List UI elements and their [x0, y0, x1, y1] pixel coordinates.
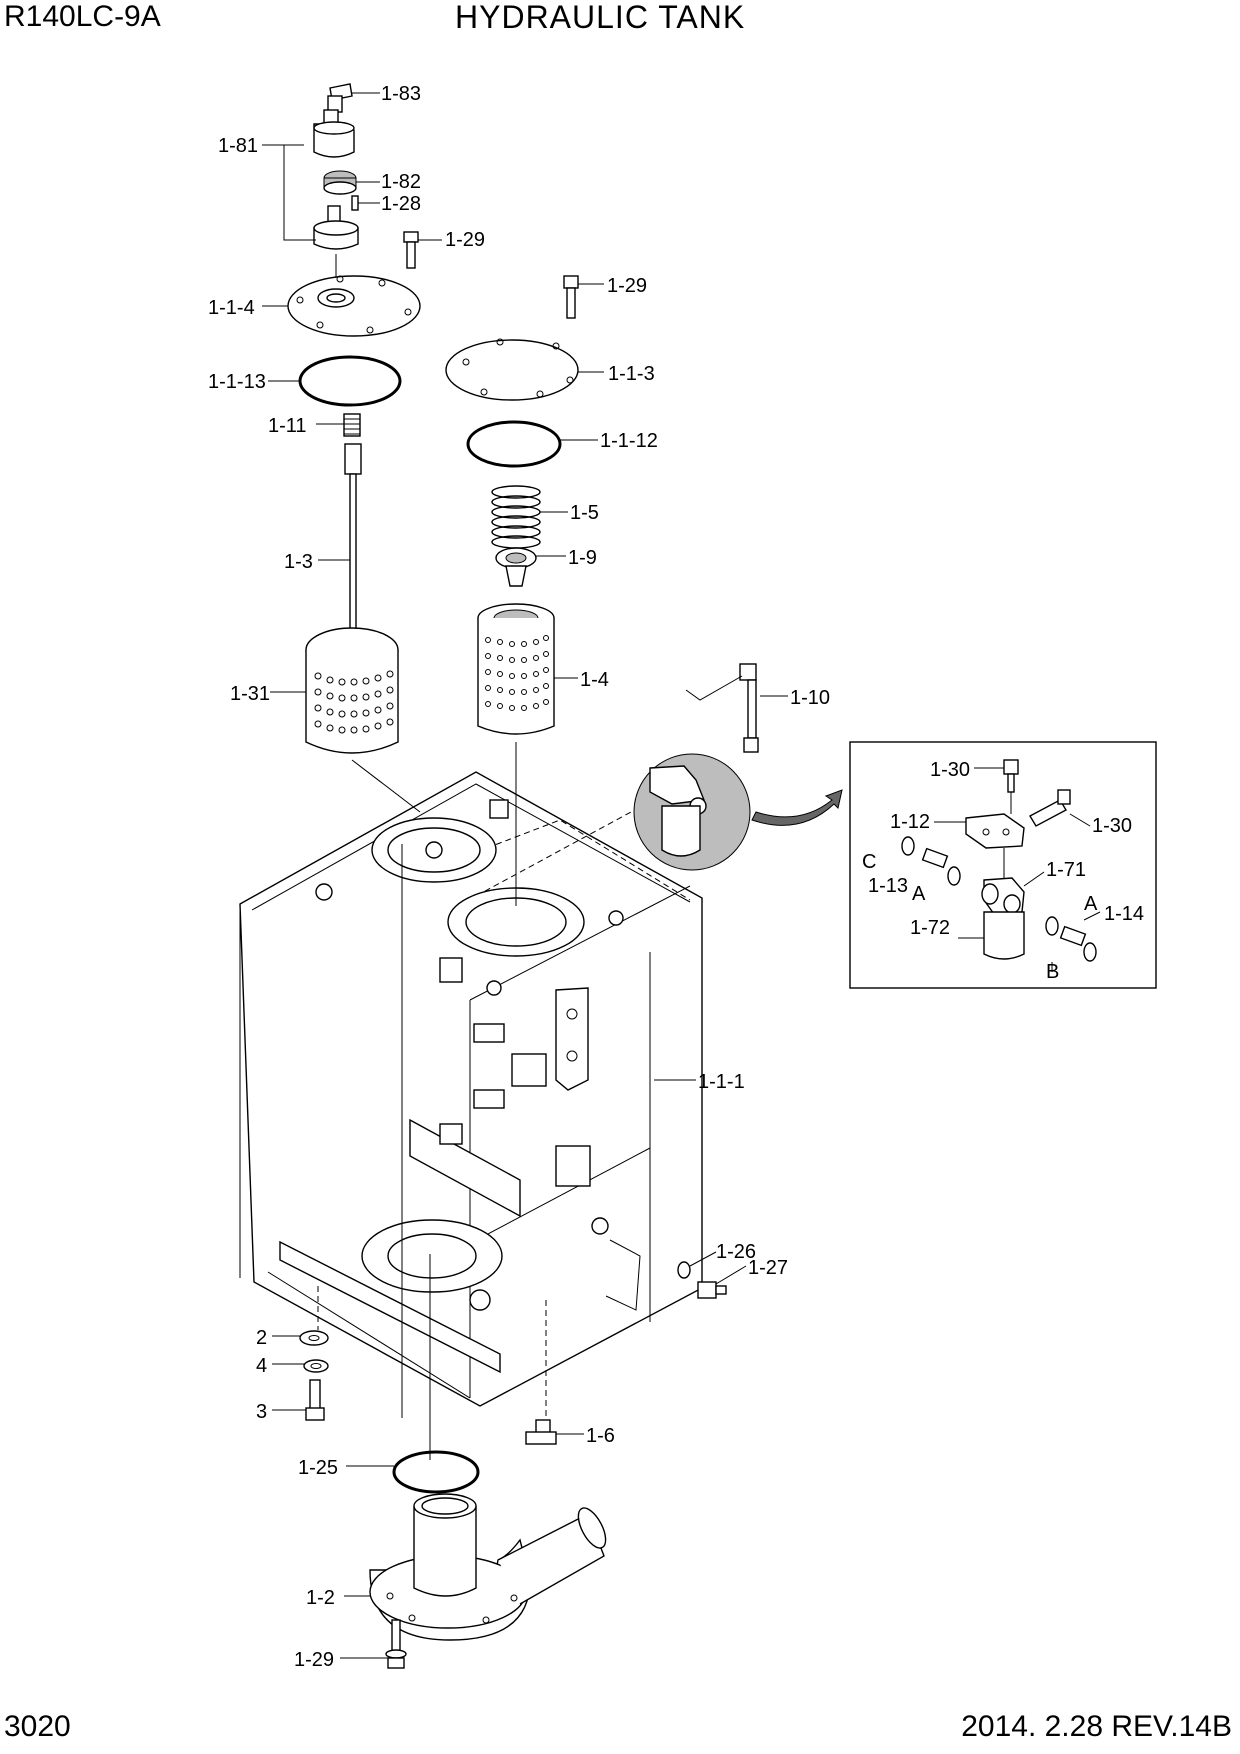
label-2: 2	[256, 1327, 267, 1349]
label-1-82: 1-82	[381, 171, 421, 193]
inset-label-a-right: A	[1084, 893, 1098, 915]
label-1-1-3: 1-1-3	[608, 363, 655, 385]
inset-filter-head-1-71	[981, 877, 1025, 915]
washer-4	[303, 1359, 329, 1373]
bolt-1-29-top	[403, 231, 419, 269]
suction-pipe-1-2	[369, 1493, 607, 1641]
label-1-1-12: 1-1-12	[600, 430, 658, 452]
label-1-29-mid: 1-29	[607, 275, 647, 297]
level-rod-1-3	[344, 443, 362, 653]
label-1-1-4: 1-1-4	[208, 297, 255, 319]
inset-filter-cartridge-1-72	[983, 911, 1025, 960]
inset-o-ring-c	[901, 836, 915, 856]
label-1-1-1: 1-1-1	[698, 1071, 745, 1093]
label-1-25: 1-25	[298, 1457, 338, 1479]
return-filter-element-1-4	[477, 603, 555, 735]
bolt-1-29-bottom	[385, 1619, 407, 1669]
inset-label-a-left: A	[912, 883, 926, 905]
drain-fitting-1-26-1-27	[677, 1261, 727, 1299]
bolt-1-29-mid	[563, 275, 579, 319]
small-screw	[351, 195, 359, 211]
label-1-6: 1-6	[586, 1425, 615, 1447]
tank-body-1-1-1	[239, 771, 703, 1407]
inset-label-1-30-top: 1-30	[930, 759, 970, 781]
inset-label-1-30-right: 1-30	[1092, 815, 1132, 837]
inset-label-b: B	[1046, 961, 1059, 983]
inset-o-ring-a-left	[947, 866, 961, 886]
bolt-3	[305, 1379, 325, 1421]
model-code: R140LC-9A	[4, 0, 161, 33]
inset-label-1-12: 1-12	[890, 811, 930, 833]
detail-magnifier-circle	[633, 753, 751, 871]
o-ring-1-1-12	[466, 420, 562, 468]
inset-connector-1-14	[1059, 925, 1087, 947]
air-breather-assembly	[313, 109, 355, 158]
inset-label-1-14: 1-14	[1104, 903, 1144, 925]
level-gauge-1-10	[739, 663, 759, 753]
page-title: HYDRAULIC TANK	[455, 0, 746, 35]
inset-bracket-1-12	[965, 813, 1025, 849]
inset-label-1-71: 1-71	[1046, 859, 1086, 881]
breather-cap	[327, 83, 353, 113]
suction-strainer-1-31	[305, 627, 399, 754]
label-1-3: 1-3	[284, 551, 313, 573]
spring-1-11	[343, 413, 361, 437]
label-1-4: 1-4	[580, 669, 609, 691]
label-1-11: 1-11	[268, 415, 307, 437]
detail-inset-box	[849, 741, 1157, 989]
cover-plate-1-1-3	[445, 338, 579, 401]
inset-o-ring-b	[1083, 942, 1097, 962]
inset-label-1-13: 1-13	[868, 875, 908, 897]
inset-connector-1-13	[921, 847, 949, 869]
cover-plate-1-1-4	[287, 275, 421, 337]
label-1-28: 1-28	[381, 193, 421, 215]
inset-fitting-1-30-right	[1029, 789, 1071, 827]
o-ring-1-25	[392, 1450, 480, 1494]
label-1-5: 1-5	[570, 502, 599, 524]
page-number: 3020	[4, 1710, 71, 1743]
revision-date: 2014. 2.28 REV.14B	[961, 1710, 1232, 1743]
breather-element	[323, 170, 357, 195]
label-1-83: 1-83	[381, 83, 421, 105]
breather-base	[313, 205, 359, 250]
label-1-10: 1-10	[790, 687, 830, 709]
label-1-9: 1-9	[568, 547, 597, 569]
label-1-26: 1-26	[716, 1241, 756, 1263]
label-1-2: 1-2	[306, 1587, 335, 1609]
label-1-1-13: 1-1-13	[208, 371, 266, 393]
o-ring-1-1-13	[298, 355, 402, 407]
detail-arrow-icon	[751, 789, 843, 826]
label-3: 3	[256, 1401, 267, 1423]
drain-cock-1-6	[525, 1419, 557, 1445]
label-1-27: 1-27	[748, 1257, 788, 1279]
bypass-valve-1-9	[495, 547, 537, 587]
label-1-29-top: 1-29	[445, 229, 485, 251]
inset-bolt-1-30-top	[1003, 759, 1019, 793]
label-1-29-bottom: 1-29	[294, 1649, 334, 1671]
washer-2	[299, 1330, 329, 1346]
spring-1-5	[491, 485, 541, 549]
label-1-31: 1-31	[230, 683, 270, 705]
label-1-81: 1-81	[218, 135, 258, 157]
inset-label-c: C	[862, 851, 876, 873]
label-4: 4	[256, 1355, 267, 1377]
inset-label-1-72: 1-72	[910, 917, 950, 939]
inset-o-ring-a-right	[1045, 916, 1059, 936]
